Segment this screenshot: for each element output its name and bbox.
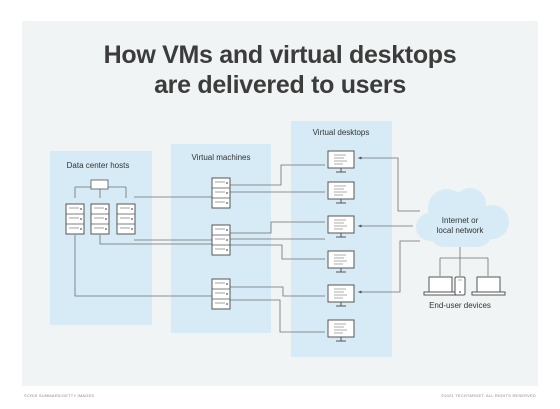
laptop-icon	[471, 276, 506, 296]
datacenter-label: Data center hosts	[67, 161, 130, 170]
vm-label: Virtual machines	[192, 153, 251, 162]
host-servers	[65, 203, 136, 235]
vm-servers	[211, 177, 231, 310]
network-label-line-2: local network	[437, 226, 485, 235]
network-label-line-1: Internet or	[442, 216, 479, 225]
vm-server-icon	[211, 177, 231, 209]
datacenter-panel	[50, 151, 152, 325]
server-icon	[116, 203, 136, 235]
title-line-2: are delivered to users	[154, 71, 406, 99]
credit-left: ©CRIS SUMMARS/GETTY IMAGES	[24, 393, 95, 398]
vm-server-icon	[211, 224, 231, 256]
server-icon	[65, 203, 85, 235]
page-title: How VMs and virtual desktops are deliver…	[0, 40, 560, 100]
desktops-label: Virtual desktops	[313, 128, 370, 137]
server-icon	[90, 203, 110, 235]
devices-label: End-user devices	[429, 301, 491, 310]
credit-right: ©2021 TECHTARGET. ALL RIGHTS RESERVED	[441, 393, 536, 398]
phone-icon	[454, 276, 466, 296]
laptop-icon	[423, 276, 458, 296]
title-line-1: How VMs and virtual desktops	[103, 41, 457, 69]
connector-lines	[74, 156, 489, 333]
vm-server-icon	[211, 278, 231, 310]
cloud-icon	[416, 188, 509, 247]
